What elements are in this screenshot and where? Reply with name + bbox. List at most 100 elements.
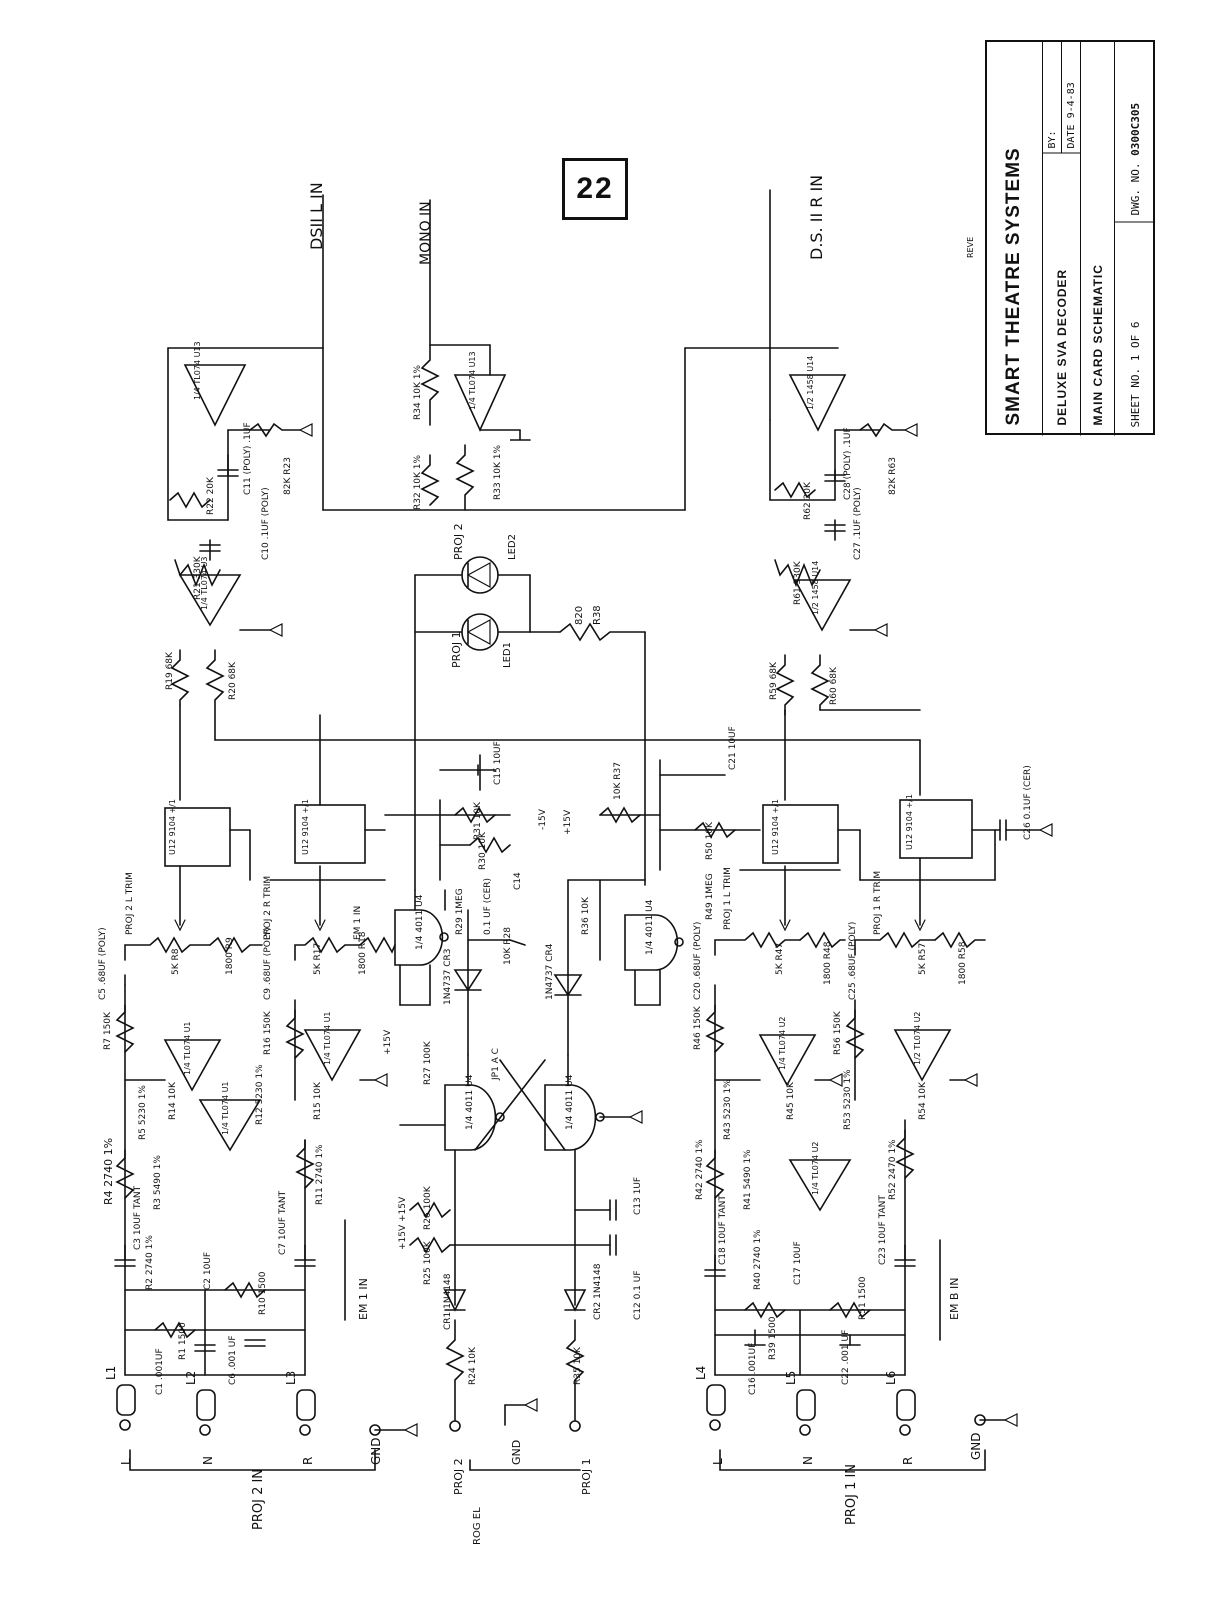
label-r56: R56 150K	[833, 1010, 843, 1055]
label-u2-b: 1/2 TL074 U2	[913, 1011, 922, 1065]
label-c17: C17 10UF	[793, 1241, 803, 1285]
input-connectors	[116, 1384, 1018, 1471]
label-r34: R34 10K 1%	[413, 364, 423, 420]
label-c6: C6 .001 UF	[228, 1335, 238, 1385]
label-u4-d: 1/4 4011 U4	[565, 1074, 575, 1130]
label-term-n-right: N	[801, 1456, 815, 1465]
label-term-gnd-left: GND	[369, 1437, 383, 1465]
label-r49: R49 1MEG	[705, 873, 715, 920]
label-term-r-left: R	[301, 1457, 315, 1465]
drawn-by: BY:	[1043, 40, 1062, 152]
label-term-n-left: N	[201, 1456, 215, 1465]
label-r1: R1 1500	[178, 1322, 188, 1360]
label-c10: C10 .1UF (POLY)	[261, 487, 271, 560]
label-r63: 82K R63	[888, 457, 898, 495]
label-plus15v-b: +15V +15V	[398, 1196, 408, 1250]
opamp-u2-c	[788, 1159, 852, 1212]
label-r48: 1800 R48	[823, 941, 833, 985]
label-u1-c: 1/4 TL074 U1	[221, 1081, 230, 1135]
drawing-number: DWG. NO. 0300C305	[1115, 40, 1155, 222]
label-cr3: 1N4737 CR3	[443, 949, 453, 1006]
trim-pots	[124, 857, 986, 961]
label-c2: C2 10UF	[203, 1252, 213, 1290]
label-c14: C14	[513, 872, 523, 890]
lower-center	[409, 1149, 617, 1471]
label-r18: 1800 R18	[358, 931, 368, 975]
label-u4-b: 1/4 4011 U4	[645, 899, 655, 955]
label-r4: R4 2740 1%	[102, 1138, 115, 1205]
label-em1-in: EM 1 IN	[353, 906, 363, 940]
label-r61: R61 330K	[793, 560, 803, 605]
label-r28: 10K R28	[503, 927, 513, 965]
label-r38-val: 820	[574, 606, 585, 625]
switch-u12-a	[164, 807, 231, 867]
label-u14-a: 1/2 1458 U14	[806, 356, 815, 410]
label-c13: C13 1UF	[633, 1177, 643, 1215]
label-sel-gnd: GND	[510, 1440, 523, 1465]
label-jp1: JP1 A C	[491, 1048, 501, 1081]
label-r59: R59 68K	[769, 661, 779, 700]
mono-in-label: MONO IN	[418, 201, 434, 265]
label-r39: R39 1500	[768, 1316, 778, 1360]
ds2-l-in-label: DSII L IN	[307, 182, 326, 250]
date-field: DATE 9-4-83	[1065, 81, 1077, 148]
label-r23: 82K R23	[283, 457, 293, 495]
opamp-u13-b	[453, 374, 507, 432]
label-u1-b: 1/4 TL074 U1	[323, 1011, 332, 1065]
zener-cr3	[453, 969, 483, 992]
label-u4-c: 1/4 4011 U4	[465, 1074, 475, 1130]
label-em-b-in: EM B IN	[948, 1278, 961, 1320]
label-c23: C23 10UF TANT	[878, 1195, 888, 1265]
label-minus-15v: -15V	[538, 808, 548, 830]
middle-power	[384, 754, 841, 881]
product-name: DELUXE SVA DECODER	[1054, 268, 1069, 425]
label-r25: R25 100K	[423, 1240, 433, 1285]
label-r50: R50 10K	[705, 821, 715, 860]
label-proj2-rtrim: PROJ 2 R TRIM	[263, 876, 273, 940]
connector-labels: L1 L2 L3 L4 L5 L6 L N R GND L N R GND PR…	[104, 1366, 983, 1545]
label-r27: R27 100K	[423, 1040, 433, 1085]
label-led1-proj: PROJ 1	[450, 631, 463, 668]
label-r51: R51 1500	[858, 1276, 868, 1320]
label-r42: R42 2740 1%	[695, 1139, 705, 1200]
label-proj1-rtrim: PROJ 1 R TRIM	[873, 871, 883, 935]
mono-chain	[420, 344, 531, 511]
label-c1: C1 .001UF	[155, 1348, 165, 1395]
label-r52: R52 2470 1%	[888, 1139, 898, 1200]
led-section	[414, 556, 646, 891]
diode-cr1	[443, 1289, 467, 1312]
opamp-u2-b	[893, 1029, 952, 1082]
label-r33: R33 10K 1%	[493, 444, 503, 500]
input-lines	[167, 189, 839, 511]
label-r45: R45 10K	[786, 1081, 796, 1120]
label-sel: ROG EL	[472, 1507, 483, 1545]
label-l3: L3	[284, 1371, 298, 1385]
label-r11: R11 2740 1%	[315, 1144, 325, 1205]
label-c5: C5 .68UF (POLY)	[98, 927, 108, 1000]
label-r62: R62 20K	[803, 481, 813, 520]
label-r9: 1800 R9	[225, 937, 235, 975]
zener-cr4	[553, 974, 583, 997]
rev-label: REVE	[966, 236, 975, 258]
label-proj1-in: PROJ 1 IN	[844, 1464, 859, 1525]
label-r53: R53 5230 1%	[843, 1069, 853, 1130]
component-values: R22 20K C11 (POLY) .1UF 82K R23 C10 .1UF…	[98, 364, 1033, 1395]
label-r8: 5K R8	[171, 948, 181, 975]
label-r14: R14 10K	[168, 1081, 178, 1120]
label-u13-a: 1/4 TL074 U13	[193, 341, 202, 400]
label-u3: 1/4 TL074 U3	[200, 556, 209, 610]
label-l2: L2	[184, 1371, 198, 1385]
label-cap-cer: 0.1 UF (CER)	[483, 878, 493, 935]
page-number: 22	[562, 158, 628, 220]
label-c21: C21 10UF	[728, 726, 738, 770]
label-u14-b: 1/2 1458 U14	[811, 561, 820, 615]
label-r24: R24 10K	[468, 1346, 478, 1385]
label-cr2: CR2 1N4148	[593, 1263, 603, 1320]
opamp-u1-c	[198, 1099, 262, 1152]
label-sel-proj2: PROJ 2	[452, 1458, 465, 1495]
switch-u12-b	[294, 804, 366, 864]
label-term-r-right: R	[901, 1457, 915, 1465]
switch-u12-c	[762, 804, 839, 864]
label-r7: R7 150K	[103, 1011, 113, 1050]
